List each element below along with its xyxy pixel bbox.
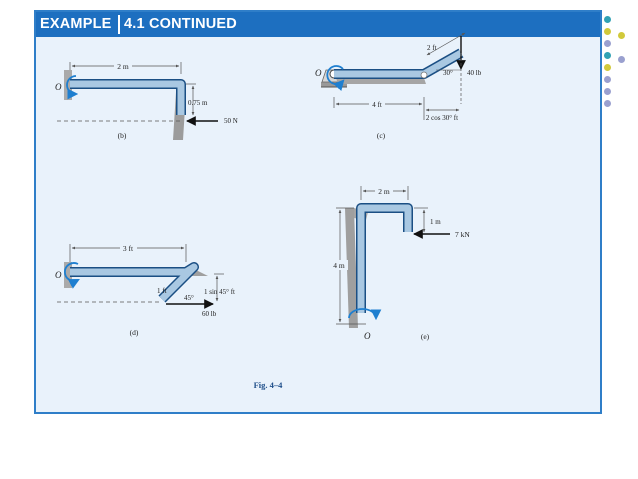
drop-label: 1 m bbox=[430, 218, 441, 226]
moment-arrow-icon bbox=[348, 308, 382, 321]
offset-label: 0.75 m bbox=[188, 99, 208, 107]
decorative-dot bbox=[604, 88, 611, 95]
decorative-dot bbox=[604, 100, 611, 107]
figure-e: O 2 m 1 m 4 m 7 kN (e) bbox=[330, 186, 470, 341]
decorative-dot bbox=[604, 40, 611, 47]
caption-d: (d) bbox=[130, 328, 139, 337]
rod bbox=[357, 204, 412, 313]
angle-label: 30° bbox=[443, 69, 453, 77]
angle-label: 45° bbox=[184, 294, 194, 302]
top-length-label: 2 ft bbox=[427, 44, 437, 52]
example-header: EXAMPLE 4.1 CONTINUED bbox=[36, 12, 600, 37]
decorative-dot bbox=[604, 16, 611, 23]
wall-support bbox=[64, 70, 72, 100]
force-label: 7 kN bbox=[455, 230, 470, 239]
figure-c: O 40 lb 2 ft 30° 4 ft 2 cos 30° ft (c) bbox=[315, 32, 482, 140]
rod-outline bbox=[70, 79, 186, 115]
figure-4-4: O 2 m 0.75 m 50 N (b) O bbox=[55, 32, 482, 390]
moment-arrow-icon bbox=[64, 262, 80, 289]
origin-label: O bbox=[364, 331, 371, 341]
header-divider bbox=[118, 15, 120, 34]
figure-caption: Fig. 4–4 bbox=[254, 380, 284, 390]
dimension-line bbox=[426, 32, 466, 56]
force-label: 40 lb bbox=[467, 69, 482, 77]
caption-c: (c) bbox=[377, 131, 386, 140]
decorative-dot bbox=[604, 64, 611, 71]
wall-support bbox=[64, 262, 72, 288]
example-label: EXAMPLE bbox=[40, 16, 112, 32]
decorative-dot bbox=[604, 52, 611, 59]
rod bbox=[70, 263, 198, 302]
figure-d: O 3 ft 1 ft 45° 1 sin 45° ft 60 lb (d) bbox=[55, 243, 235, 337]
length-label: 3 ft bbox=[123, 244, 134, 253]
origin-label: O bbox=[55, 270, 62, 280]
height-label: 4 m bbox=[333, 261, 345, 270]
decorative-dot bbox=[604, 76, 611, 83]
example-panel: EXAMPLE 4.1 CONTINUED O bbox=[34, 10, 602, 414]
moment-arrow-icon bbox=[66, 75, 79, 100]
decorative-dot bbox=[618, 56, 625, 63]
vertical-label: 1 sin 45° ft bbox=[204, 288, 235, 296]
decorative-dot bbox=[618, 32, 625, 39]
rod-shadow bbox=[345, 208, 358, 328]
caption-e: (e) bbox=[421, 332, 430, 341]
rod-shadow bbox=[336, 78, 426, 84]
moment-arrow-icon bbox=[326, 65, 345, 92]
origin-label: O bbox=[315, 68, 322, 78]
caption-b: (b) bbox=[118, 131, 127, 140]
origin-label: O bbox=[55, 82, 62, 92]
width-label: 2 m bbox=[378, 187, 390, 196]
force-label: 50 N bbox=[224, 117, 238, 125]
length-label: 4 ft bbox=[372, 101, 382, 109]
force-label: 60 lb bbox=[202, 310, 217, 318]
example-number: 4.1 CONTINUED bbox=[124, 16, 237, 32]
rod bbox=[334, 49, 463, 78]
rod-outline bbox=[356, 203, 413, 313]
length-label: 2 m bbox=[117, 62, 129, 71]
decorative-dot bbox=[604, 28, 611, 35]
segment-label: 1 ft bbox=[157, 287, 167, 295]
rod bbox=[70, 80, 185, 115]
horizontal-label: 2 cos 30° ft bbox=[426, 114, 458, 122]
figure-b: O 2 m 0.75 m 50 N (b) bbox=[55, 61, 238, 140]
